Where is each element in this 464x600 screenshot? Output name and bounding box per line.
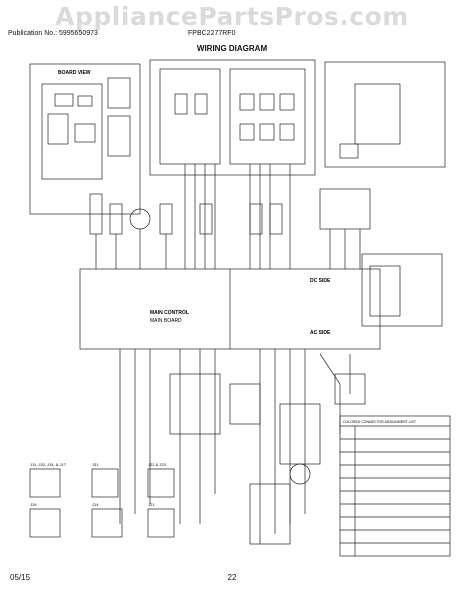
connector-key-6: J21 — [148, 502, 155, 507]
ice-maker-box — [324, 61, 446, 168]
legend-title: COLORED CONNECTOR ASSIGNMENT LIST — [343, 420, 417, 424]
page-title: WIRING DIAGRAM — [196, 44, 268, 53]
top-module-box — [149, 59, 316, 176]
connector-key-5: J14 — [92, 502, 99, 507]
publication-number: Publication No.: 5995650973 — [8, 30, 98, 37]
connector-key-2: J31 — [92, 462, 99, 467]
model-number: FPBC2277RF0 — [188, 30, 236, 37]
connector-key-4: J19 — [30, 502, 37, 507]
watermark: AppliancePartsPros.com — [55, 2, 409, 31]
page-number: 22 — [227, 573, 237, 582]
side-panel — [361, 253, 443, 327]
control-label: MAIN CONTROL — [150, 310, 189, 316]
board-view-box — [29, 63, 141, 215]
wiring-diagram: BOARD VIEW MAIN CONTROL MAIN BOARD DC SI… — [29, 59, 451, 557]
connector-key-3: J22 & J23 — [148, 462, 167, 467]
connector-key-1: J11, J20, J15, & J17 — [30, 462, 67, 467]
main-board-label: MAIN BOARD — [150, 318, 182, 324]
ac-side-label: AC SIDE — [310, 330, 331, 336]
footer-date: 05/15 — [10, 573, 31, 582]
board-view-label: BOARD VIEW — [58, 70, 91, 76]
connector-legend — [339, 415, 451, 557]
dc-side-label: DC SIDE — [310, 278, 331, 284]
